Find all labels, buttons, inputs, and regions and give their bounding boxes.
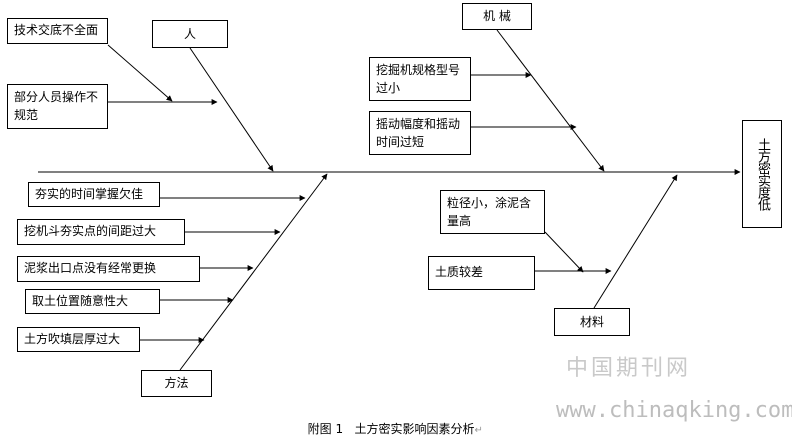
cause-people-2: 部分人员操作不规范 <box>7 84 108 129</box>
cause-method-4: 取土位置随意性大 <box>25 289 160 314</box>
figure-caption: 附图 1 土方密实影响因素分析↵ <box>300 406 483 437</box>
bone-material <box>593 174 678 309</box>
category-method: 方法 <box>141 370 212 397</box>
caption-text: 附图 1 土方密实影响因素分析 <box>307 422 475 436</box>
cause-machine-2: 摇动幅度和摇动时间过短 <box>369 111 471 155</box>
bone-machine <box>496 29 605 172</box>
category-people: 人 <box>152 20 228 48</box>
cause-method-3: 泥浆出口点没有经常更换 <box>17 256 200 282</box>
cause-machine-1: 挖掘机规格型号过小 <box>369 57 471 101</box>
bone-method <box>179 173 328 371</box>
cause-method-5: 土方吹填层厚过大 <box>17 327 140 352</box>
watermark-cn: 中国期刊网 <box>566 356 692 381</box>
cause-material-1: 粒径小，涂泥含量高 <box>440 190 545 234</box>
cause-method-1: 夯实的时间掌握欠佳 <box>28 182 160 207</box>
cause-people-1: 技术交底不全面 <box>7 18 108 44</box>
cause-line-material-1 <box>544 231 584 273</box>
cause-line-people-1 <box>107 44 173 102</box>
cause-material-2: 土质较差 <box>428 256 535 290</box>
effect-box: 土方密实度低 <box>742 120 782 228</box>
bone-people <box>189 47 274 172</box>
category-material: 材料 <box>554 308 630 336</box>
cause-method-2: 挖机斗夯实点的间距过大 <box>17 219 185 245</box>
category-machine: 机 械 <box>462 3 532 30</box>
fishbone-diagram <box>38 29 741 371</box>
watermark-url: www.chinaqking.com <box>556 398 792 423</box>
